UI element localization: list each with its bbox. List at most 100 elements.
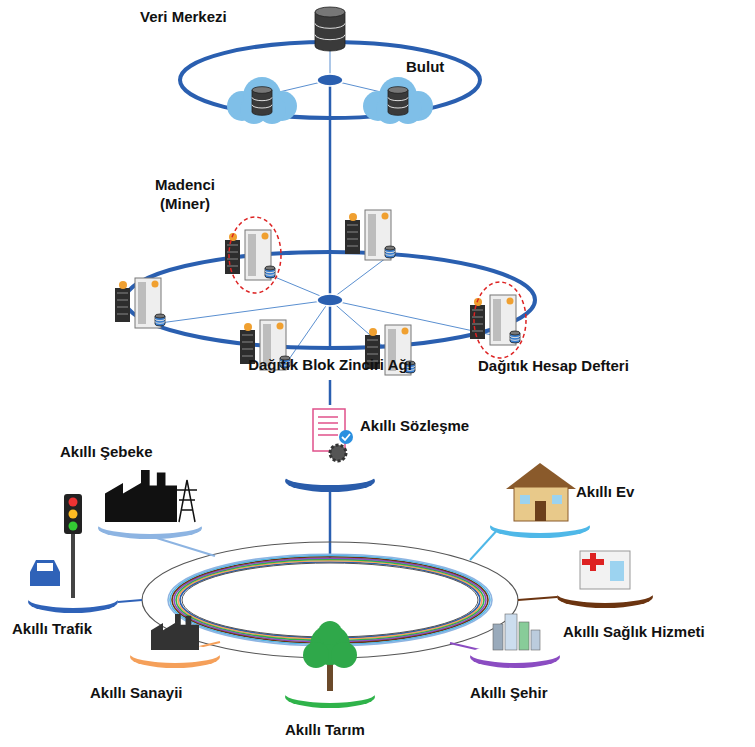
outer-ring (142, 542, 518, 658)
lock-badge (119, 281, 127, 289)
database-band (265, 273, 275, 275)
backbone-line (329, 490, 332, 560)
rack-slot (227, 259, 238, 260)
app-link (518, 597, 557, 600)
database-band (315, 35, 345, 40)
rack-slot (347, 232, 358, 233)
rack-slot (347, 246, 358, 247)
platform-node: Akıllı Ev (488, 455, 663, 540)
house-window (520, 495, 530, 504)
database-body (252, 90, 272, 115)
check-mark (342, 434, 350, 440)
lock-badge (262, 233, 269, 240)
rack-slot (117, 300, 128, 301)
tree-crown (331, 642, 357, 668)
node-label: Akıllı Şehir (470, 684, 548, 702)
inner-ring (168, 554, 492, 646)
part-label: Veri Merkezi (140, 8, 227, 27)
rack-slot (367, 340, 378, 341)
platform-node: Akıllı Şehir (465, 612, 595, 712)
rack-slot (117, 293, 128, 294)
rack-slot (367, 347, 378, 348)
connector-line (329, 380, 332, 405)
platform-node: Akıllı Sağlık Hizmeti (560, 545, 750, 645)
tree-trunk (327, 661, 333, 691)
rack-slot (472, 310, 483, 311)
check-badge (339, 430, 353, 444)
highlight-ring (474, 282, 526, 358)
link-line (330, 300, 515, 340)
document-line (318, 428, 338, 430)
hub (317, 74, 343, 86)
server-front (248, 234, 256, 276)
backbone-line (329, 300, 332, 350)
server-rack (345, 220, 360, 254)
rack-slot (242, 335, 253, 336)
app-link (118, 600, 142, 602)
database-top (265, 266, 275, 270)
server-front (138, 282, 146, 324)
rack-slot (347, 225, 358, 226)
server-rack (225, 240, 240, 274)
node-label: Akıllı Şebeke (60, 443, 153, 461)
database-band (388, 97, 408, 100)
building-icon (519, 622, 529, 650)
database-band (388, 105, 408, 108)
factory-icon (151, 614, 199, 650)
platform-node: Akıllı Sanayii (85, 612, 235, 712)
lock-badge (277, 323, 284, 330)
traffic-pole (71, 530, 75, 598)
traffic-light (64, 494, 82, 534)
document-line (318, 422, 338, 424)
building-icon (505, 614, 517, 650)
server-front (493, 299, 501, 341)
part-label: Bulut (406, 58, 444, 77)
database-band (315, 23, 345, 28)
database-top (155, 314, 165, 318)
document-line (318, 434, 338, 436)
database-band (252, 105, 272, 108)
database-band (385, 253, 395, 255)
database-band (385, 251, 395, 253)
database-top (315, 7, 345, 17)
gear-icon (330, 445, 346, 461)
rack-slot (472, 331, 483, 332)
car-icon (30, 560, 60, 586)
document-icon (313, 409, 345, 451)
factory-icon (105, 470, 177, 522)
node-shape (488, 455, 663, 540)
server-rack (115, 288, 130, 322)
server-front (368, 214, 376, 256)
server-rack (470, 305, 485, 339)
lock-badge (244, 323, 252, 331)
node-label: Dağıtık Blok Zinciri Ağı (248, 356, 412, 374)
rack-slot (242, 349, 253, 350)
database-band (252, 97, 272, 100)
tree-crown (303, 642, 329, 668)
rack-slot (347, 239, 358, 240)
node-label: Akıllı Sanayii (90, 684, 183, 702)
database-top (510, 331, 520, 335)
building-icon (531, 630, 540, 650)
database-band (510, 336, 520, 338)
lock-badge (382, 213, 389, 220)
hospital-icon (580, 551, 630, 589)
backbone-line (329, 80, 332, 300)
rack-slot (227, 252, 238, 253)
link-line (160, 300, 330, 323)
house-wall (514, 487, 568, 521)
database-top (388, 87, 408, 94)
hospital-window (610, 561, 624, 581)
database-body (315, 12, 345, 51)
database-band (155, 321, 165, 323)
part-label: Madenci (Miner) (140, 176, 230, 214)
database-band (510, 338, 520, 340)
node-label: Akıllı Sözleşme (360, 417, 469, 435)
rack-slot (227, 266, 238, 267)
app-link (150, 536, 215, 556)
car-window (37, 563, 53, 571)
rack-slot (227, 245, 238, 246)
inner-ring (170, 556, 490, 645)
lock-badge (349, 213, 357, 221)
